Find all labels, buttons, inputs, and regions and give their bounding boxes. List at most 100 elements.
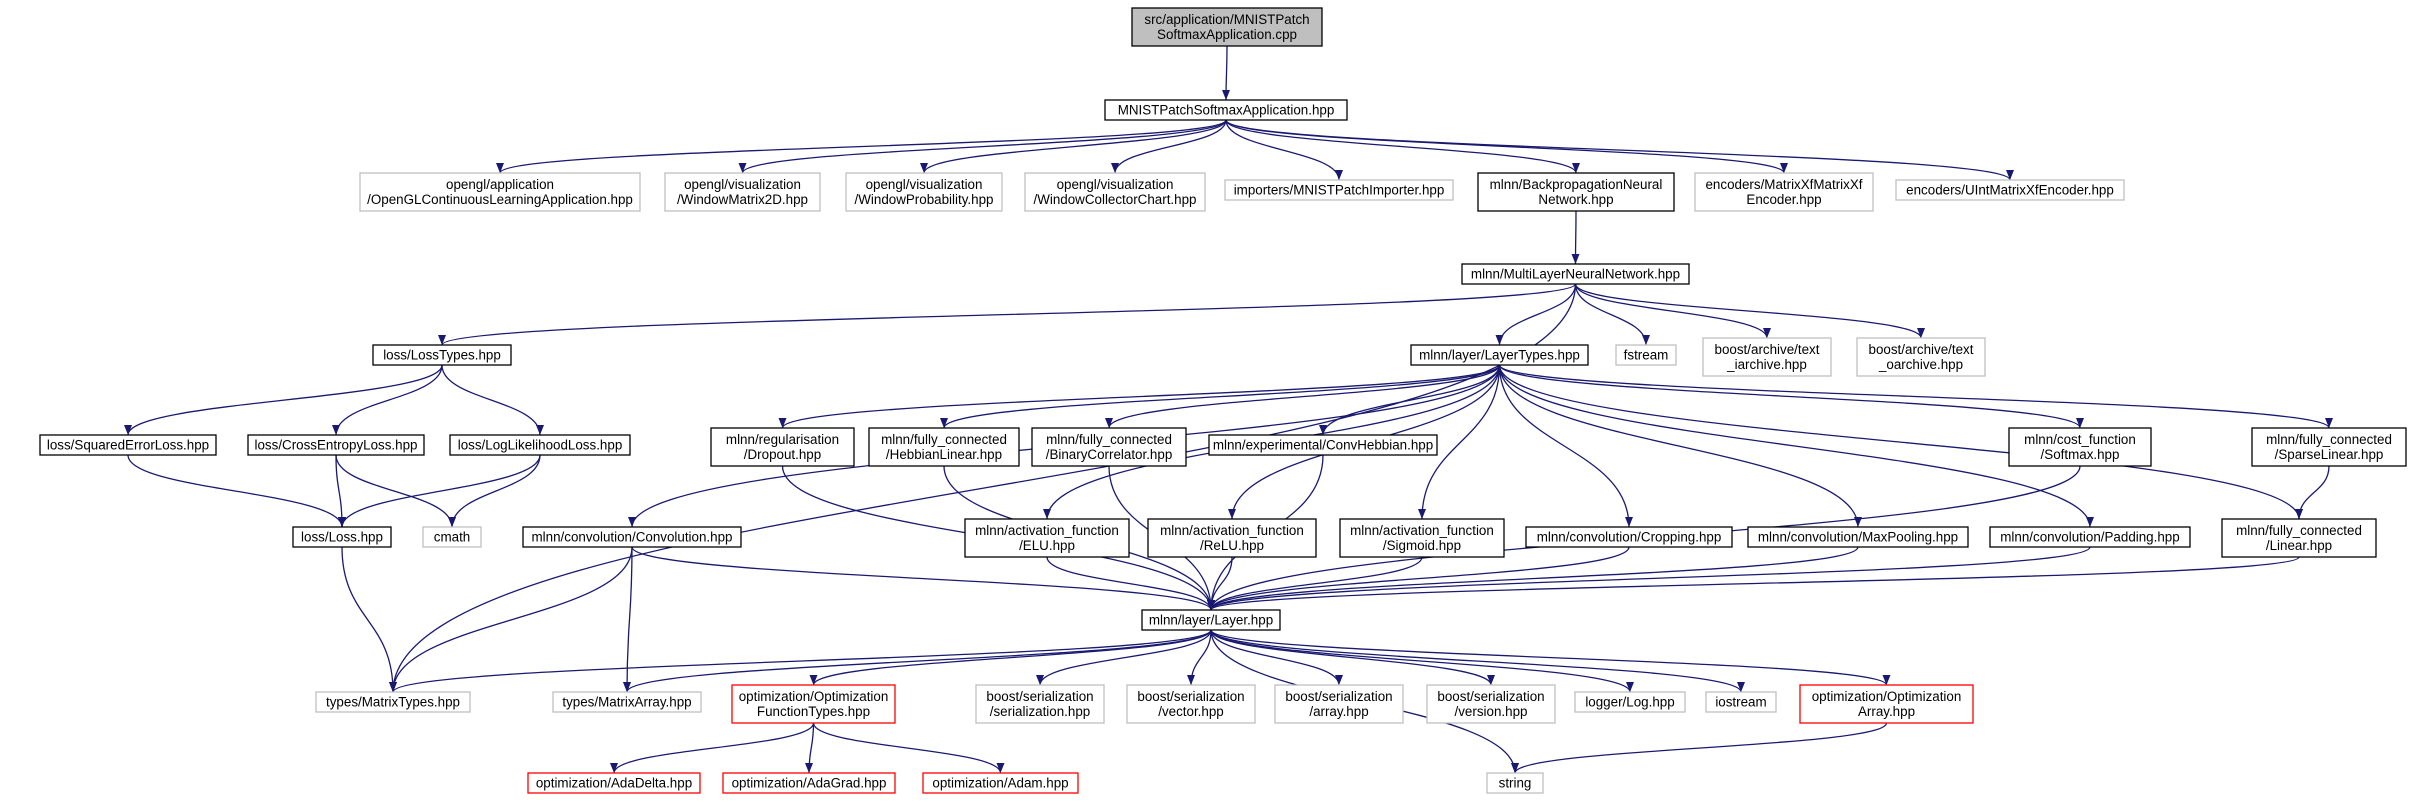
edge-app_hpp-to-win_mat <box>738 119 1227 174</box>
node-linear-label: mlnn/fully_connected/Linear.hpp <box>2236 523 2362 553</box>
edge-layer <box>124 45 2333 774</box>
edge-elu-to-layer <box>1046 556 1215 611</box>
node-bin_corr-box <box>1031 427 1187 467</box>
node-string: string <box>1486 772 1544 794</box>
node-maxpool[interactable]: mlnn/convolution/MaxPooling.hpp <box>1747 526 1969 548</box>
node-ser_arr: boost/serialization/array.hpp <box>1274 684 1404 724</box>
node-ser_vec-box <box>1126 684 1256 724</box>
node-win_prob-box <box>845 172 1003 212</box>
edge-layer-to-mtypes <box>389 629 1212 693</box>
edge-opt_ft-to-adadelta <box>610 722 815 774</box>
node-relu[interactable]: mlnn/activation_function/ReLU.hpp <box>1147 518 1317 558</box>
node-sigmoid[interactable]: mlnn/activation_function/Sigmoid.hpp <box>1339 518 1505 558</box>
node-iostream-label: iostream <box>1715 695 1766 710</box>
node-mlnn[interactable]: mlnn/MultiLayerNeuralNetwork.hpp <box>1461 263 1690 285</box>
node-fstream: fstream <box>1615 344 1677 366</box>
node-cmath-label: cmath <box>434 530 470 545</box>
node-opt_ft-box <box>731 684 896 724</box>
node-win_mat-label: opengl/visualization/WindowMatrix2D.hpp <box>677 177 808 207</box>
edge-layertypes-to-maxpool <box>1498 364 1862 528</box>
edge-loglik-to-loss <box>338 454 541 528</box>
node-elu-label: mlnn/activation_function/ELU.hpp <box>975 523 1119 553</box>
node-sparse_lin-label: mlnn/fully_connected/SparseLinear.hpp <box>2266 432 2392 462</box>
node-layer-label: mlnn/layer/Layer.hpp <box>1149 613 1273 628</box>
node-linear[interactable]: mlnn/fully_connected/Linear.hpp <box>2221 518 2377 558</box>
node-cropping[interactable]: mlnn/convolution/Cropping.hpp <box>1525 526 1733 548</box>
node-losstypes[interactable]: loss/LossTypes.hpp <box>372 344 512 366</box>
edge-sparse_lin-to-linear <box>2295 465 2330 520</box>
node-bin_corr-label: mlnn/fully_connected/BinaryCorrelator.hp… <box>1046 432 1173 462</box>
node-convolution-label: mlnn/convolution/Convolution.hpp <box>532 530 733 545</box>
edge-layer-to-ser <box>1036 629 1212 686</box>
node-softmax-label: mlnn/cost_function/Softmax.hpp <box>2024 432 2136 462</box>
node-sparse_lin-box <box>2251 427 2407 467</box>
node-layertypes-box <box>1410 344 1589 366</box>
edge-layertypes-to-dropout <box>778 364 1501 429</box>
edge-losstypes-to-xent <box>332 364 443 436</box>
node-adam-label: optimization/Adam.hpp <box>932 776 1068 791</box>
node-hebb_lin[interactable]: mlnn/fully_connected/HebbianLinear.hpp <box>868 427 1020 467</box>
node-relu-box <box>1147 518 1317 558</box>
edge-mlnn-to-layertypes <box>1495 283 1577 346</box>
node-adam[interactable]: optimization/Adam.hpp <box>922 772 1079 794</box>
node-loglik-label: loss/LogLikelihoodLoss.hpp <box>458 438 623 453</box>
node-app_hpp[interactable]: MNISTPatchSoftmaxApplication.hpp <box>1104 99 1348 121</box>
node-convolution[interactable]: mlnn/convolution/Convolution.hpp <box>522 526 742 548</box>
node-adagrad-label: optimization/AdaGrad.hpp <box>732 776 887 791</box>
node-xent[interactable]: loss/CrossEntropyLoss.hpp <box>247 434 425 456</box>
node-bin_corr[interactable]: mlnn/fully_connected/BinaryCorrelator.hp… <box>1031 427 1187 467</box>
node-text_oarch-label: boost/archive/text_oarchive.hpp <box>1869 342 1974 372</box>
node-iostream: iostream <box>1705 691 1777 713</box>
edge-opt_ft-to-adagrad <box>805 722 815 774</box>
node-text_iarch-label: boost/archive/text_iarchive.hpp <box>1715 342 1820 372</box>
edge-xent-to-cmath <box>335 454 456 528</box>
node-gl_app-label: opengl/application/OpenGLContinuousLearn… <box>367 177 633 207</box>
edge-losstypes-to-sqerr <box>124 364 443 436</box>
node-sigmoid-box <box>1339 518 1505 558</box>
node-win_coll-box <box>1024 172 1206 212</box>
edge-opt_arr-to-string <box>1511 722 1888 774</box>
node-enc_uint-label: encoders/UIntMatrixXfEncoder.hpp <box>1906 183 2114 198</box>
edge-mlnn-to-fstream <box>1574 283 1650 346</box>
node-sparse_lin[interactable]: mlnn/fully_connected/SparseLinear.hpp <box>2251 427 2407 467</box>
node-elu[interactable]: mlnn/activation_function/ELU.hpp <box>964 518 1130 558</box>
edge-layertypes-to-conv_hebb <box>1319 364 1501 436</box>
node-sqerr[interactable]: loss/SquaredErrorLoss.hpp <box>39 434 217 456</box>
node-conv_hebb-box <box>1208 434 1438 456</box>
node-adagrad[interactable]: optimization/AdaGrad.hpp <box>722 772 896 794</box>
node-mnist_imp-label: importers/MNISTPatchImporter.hpp <box>1234 183 1445 198</box>
edge-layer-to-opt_ft <box>809 629 1212 686</box>
edge-mlnn-to-text_iarch <box>1574 283 1771 339</box>
node-loss[interactable]: loss/Loss.hpp <box>292 526 392 548</box>
node-softmax[interactable]: mlnn/cost_function/Softmax.hpp <box>2008 427 2152 467</box>
node-log-box <box>1574 691 1686 713</box>
node-app_hpp-label: MNISTPatchSoftmaxApplication.hpp <box>1118 103 1335 118</box>
node-mtypes-box <box>315 691 471 713</box>
node-layertypes[interactable]: mlnn/layer/LayerTypes.hpp <box>1410 344 1589 366</box>
node-padding[interactable]: mlnn/convolution/Padding.hpp <box>1989 526 2191 548</box>
node-iostream-box <box>1705 691 1777 713</box>
node-conv_hebb[interactable]: mlnn/experimental/ConvHebbian.hpp <box>1208 434 1438 456</box>
node-dropout-label: mlnn/regularisation/Dropout.hpp <box>726 432 839 462</box>
node-ser_arr-box <box>1274 684 1404 724</box>
node-mlnn-box <box>1461 263 1690 285</box>
node-ser_arr-label: boost/serialization/array.hpp <box>1285 689 1392 719</box>
node-loglik[interactable]: loss/LogLikelihoodLoss.hpp <box>449 434 631 456</box>
node-layer[interactable]: mlnn/layer/Layer.hpp <box>1141 609 1281 631</box>
node-mtypes-label: types/MatrixTypes.hpp <box>326 695 460 710</box>
node-text_iarch-box <box>1702 337 1832 377</box>
edge-layer-to-ser_ver <box>1210 629 1495 686</box>
node-text_iarch: boost/archive/text_iarchive.hpp <box>1702 337 1832 377</box>
node-dropout[interactable]: mlnn/regularisation/Dropout.hpp <box>710 427 855 467</box>
node-conv_hebb-label: mlnn/experimental/ConvHebbian.hpp <box>1213 438 1433 453</box>
node-adadelta[interactable]: optimization/AdaDelta.hpp <box>527 772 701 794</box>
node-fstream-box <box>1615 344 1677 366</box>
node-layer-box <box>1141 609 1281 631</box>
